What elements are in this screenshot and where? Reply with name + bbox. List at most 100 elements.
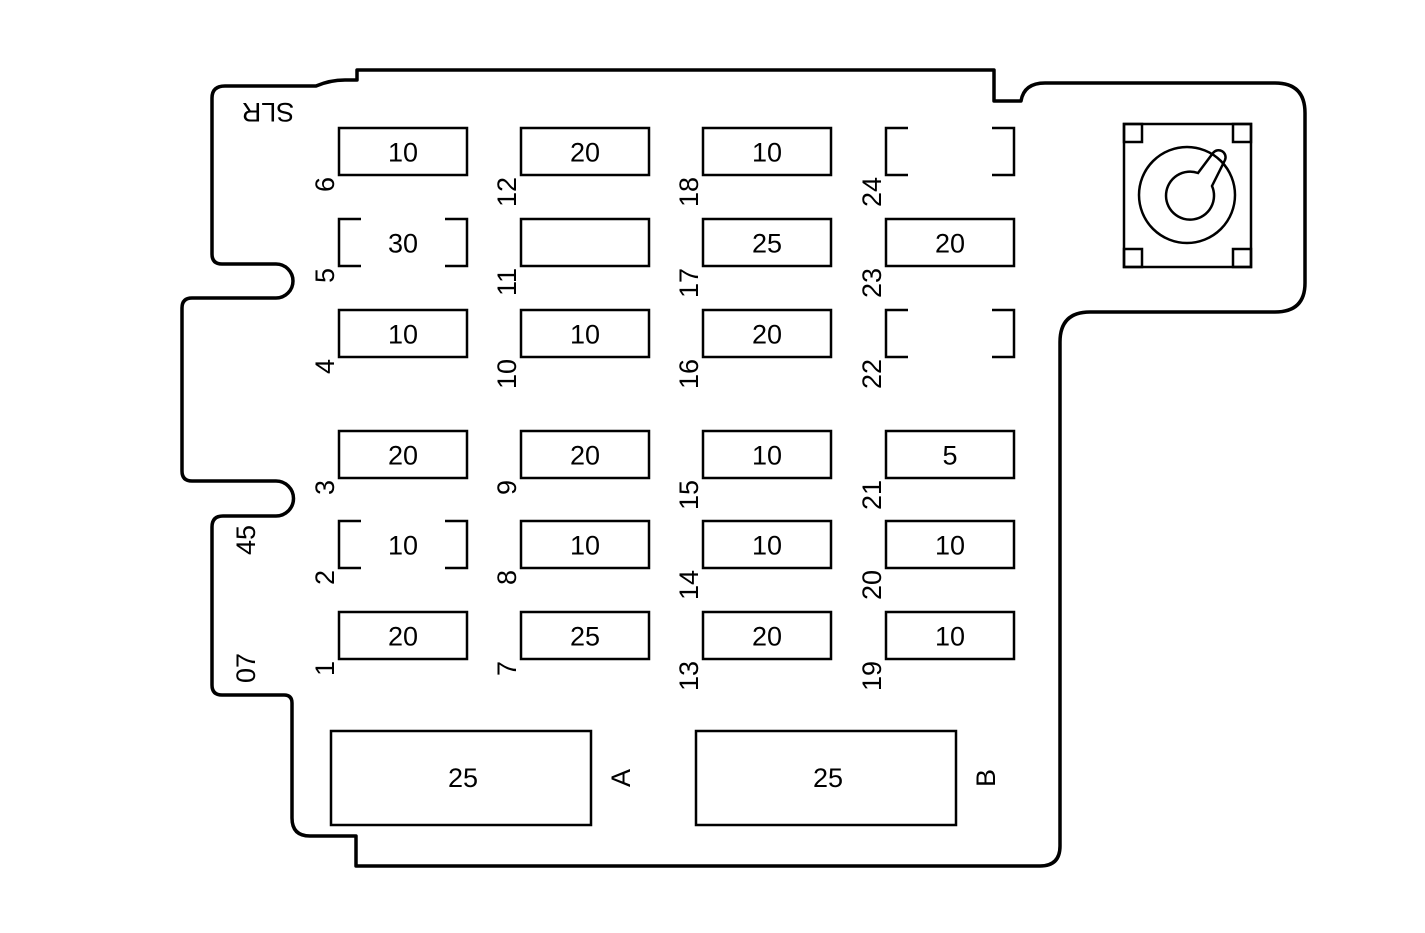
relay-rating: 25 [813,763,843,793]
fuse-slot-number: 10 [492,359,522,389]
fuse-slot-number: 12 [492,177,522,207]
fuse-slot-number: 13 [674,661,704,691]
fuse-holder [337,126,469,177]
fuse-slot-number: 17 [674,268,704,298]
corner-label: SLR [242,97,295,127]
fuse-rating: 25 [570,622,600,652]
fuse-slot-6: 106 [310,126,469,192]
fuse-rating: 10 [388,320,418,350]
relay-holder [694,729,958,827]
fuse-slot-24: 24 [857,126,1016,207]
side-code-07: 07 [231,653,261,683]
fuse-rating: 20 [388,441,418,471]
fuse-slot-number: 21 [857,480,887,510]
fuse-slot-5: 30 5 [310,217,469,283]
fuse-holder [337,429,469,480]
panel-outline [180,68,1307,868]
fuse-holder [519,126,651,177]
fuse-slot-number: 7 [492,661,522,676]
fuse-holder [337,308,469,359]
fuse-holder [701,217,833,268]
fuse-slot-2: 10 2 [310,519,469,585]
fuse-slot-1: 20 1 [310,610,469,676]
fuse-slot-number: 4 [310,359,340,374]
fuse-slot-number: 24 [857,177,887,207]
fuse-slot-number: 6 [310,177,340,192]
fuse-rating: 10 [935,531,965,561]
rotary-connector-icon [1122,122,1253,269]
fuse-slot-11: 11 [492,217,651,296]
fuse-slot-18: 10 18 [674,126,833,207]
fuse-rating: 5 [942,441,957,471]
fuse-holder [884,610,1016,661]
fuse-rating: 25 [752,229,782,259]
fuse-rating: 10 [752,441,782,471]
fuse-rating: 20 [388,622,418,652]
relay-holder [329,729,593,827]
fuse-holder [884,429,1016,480]
fuse-rating: 30 [388,229,418,259]
fuse-slot-14: 10 14 [674,519,833,600]
fuse-holder [884,217,1016,268]
fuse-holder [884,308,1016,359]
fuse-slot-number: 11 [492,268,522,296]
fuse-slot-7: 25 7 [492,610,651,676]
fuse-holder [337,610,469,661]
relay-b: 25 B [694,729,1001,827]
fuse-holder [519,610,651,661]
fuse-rating: 20 [752,320,782,350]
side-code-45: 45 [231,525,261,555]
fuse-rating: 20 [570,441,600,471]
fuse-rating: 10 [935,622,965,652]
fuse-slot-number: 8 [492,570,522,585]
fuse-holder [884,126,1016,177]
fuse-rating: 10 [752,138,782,168]
fuse-holder [519,308,651,359]
fuse-grid: 2011022031043051062571082091010112012201… [310,126,1016,691]
fuse-holder [337,217,469,268]
fuse-slot-number: 18 [674,177,704,207]
fuse-slot-20: 10 20 [857,519,1016,600]
fuse-holder [337,519,469,570]
fuse-slot-number: 14 [674,570,704,600]
fuse-slot-number: 20 [857,570,887,600]
fuse-slot-number: 15 [674,480,704,510]
fuse-holder [519,519,651,570]
fuse-slot-number: 19 [857,661,887,691]
fuse-slot-number: 1 [310,661,340,676]
fuse-slot-number: 16 [674,359,704,389]
fuse-slot-22: 22 [857,308,1016,389]
fuse-slot-9: 20 9 [492,429,651,495]
fuse-slot-19: 10 19 [857,610,1016,691]
fuse-holder [519,217,651,268]
fuse-rating: 10 [388,531,418,561]
fuse-slot-number: 23 [857,268,887,298]
fuse-rating: 20 [935,229,965,259]
fuse-slot-number: 5 [310,268,340,283]
fuse-rating: 20 [570,138,600,168]
fuse-slot-3: 20 3 [310,429,469,495]
relay-label: B [971,769,1001,787]
fuse-holder [701,308,833,359]
fuse-slot-number: 9 [492,480,522,495]
fuse-slot-number: 3 [310,480,340,495]
fuse-holder [701,519,833,570]
fuse-slot-4: 10 4 [310,308,469,374]
relay-label: A [606,769,636,787]
fuse-rating: 10 [752,531,782,561]
fuse-rating: 10 [570,531,600,561]
fuse-rating: 20 [752,622,782,652]
fuse-holder [701,429,833,480]
fuse-slot-number: 2 [310,570,340,585]
fuse-slot-21: 5 21 [857,429,1016,510]
fuse-slot-number: 22 [857,359,887,389]
fuse-slot-15: 10 15 [674,429,833,510]
